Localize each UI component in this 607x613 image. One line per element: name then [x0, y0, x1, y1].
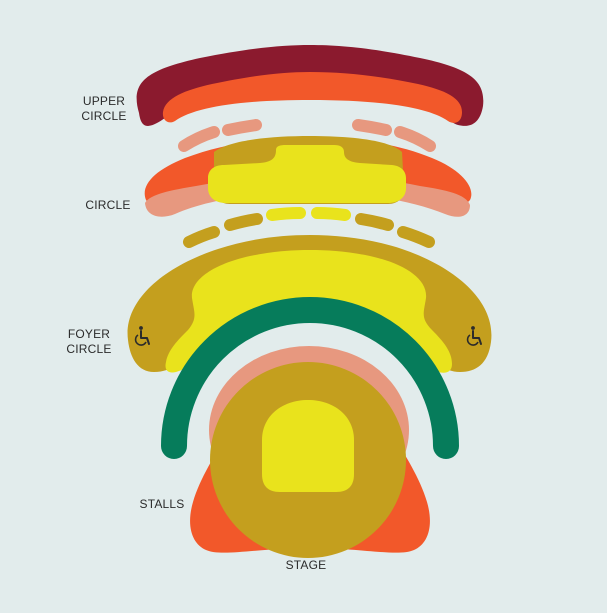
wheelchair-icon [134, 326, 150, 346]
box-seat[interactable] [394, 126, 436, 152]
circle-label: CIRCLE [78, 198, 138, 213]
stalls-label-text: STALLS [139, 497, 185, 511]
box-seat[interactable] [183, 226, 220, 248]
foyer-circle-label-line2: CIRCLE [66, 342, 112, 356]
box-seat[interactable] [311, 207, 351, 221]
circle-centre-yellow[interactable] [208, 145, 406, 203]
wheelchair-icon [466, 326, 482, 346]
foyer-circle-section[interactable] [127, 235, 492, 459]
upper-circle-label-line1: UPPER [82, 94, 126, 108]
stalls-section[interactable] [190, 346, 430, 558]
stalls-label: STALLS [132, 497, 192, 512]
circle-section[interactable] [144, 136, 472, 217]
box-seat[interactable] [355, 213, 394, 231]
upper-circle-front-row[interactable] [162, 72, 462, 123]
upper-boxes[interactable] [178, 119, 436, 152]
foyer-circle-label: FOYER CIRCLE [60, 327, 118, 357]
stage-label: STAGE [276, 558, 336, 573]
box-seat[interactable] [266, 207, 306, 221]
box-seat[interactable] [222, 119, 262, 136]
box-seat[interactable] [224, 213, 263, 231]
upper-circle-section[interactable] [136, 45, 484, 126]
upper-circle-label: UPPER CIRCLE [74, 94, 134, 124]
box-seat[interactable] [397, 226, 435, 248]
upper-circle-label-line2: CIRCLE [81, 109, 127, 123]
foyer-circle-label-line1: FOYER [67, 327, 111, 341]
box-seat[interactable] [178, 126, 220, 152]
box-seat[interactable] [352, 119, 392, 136]
circle-boxes[interactable] [183, 207, 435, 248]
foyer-walkway [161, 297, 459, 459]
stage-label-text: STAGE [285, 558, 327, 572]
circle-label-text: CIRCLE [85, 198, 131, 212]
stalls-front[interactable] [262, 400, 354, 492]
